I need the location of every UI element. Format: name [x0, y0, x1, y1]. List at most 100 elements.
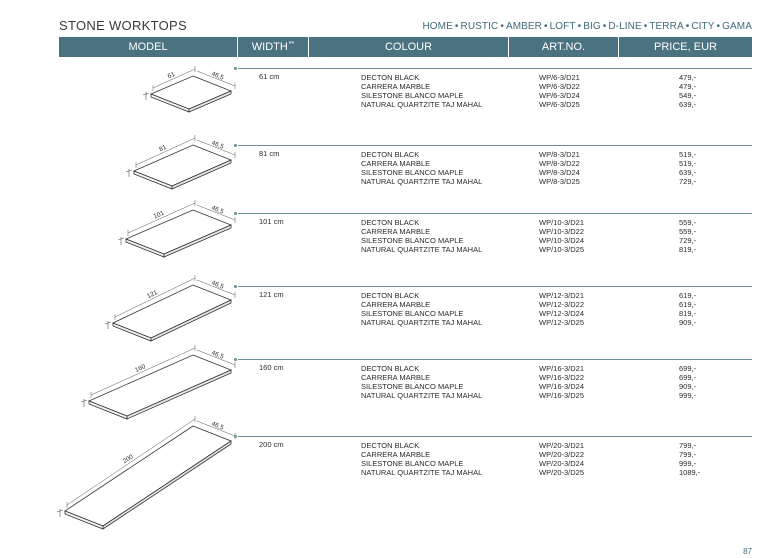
colour-name: DECTON BLACK: [361, 73, 420, 82]
colour-name: DECTON BLACK: [361, 218, 420, 227]
page-title: STONE WORKTOPS: [59, 18, 187, 33]
depth-label: 46,5: [210, 205, 225, 216]
collection-list: HOME•RUSTIC•AMBER•LOFT•BIG•D-LINE•TERRA•…: [422, 21, 752, 32]
colour-name: DECTON BLACK: [361, 150, 420, 159]
art-number: WP/12-3/D21: [539, 291, 585, 300]
row-rule-dot: [234, 144, 237, 147]
colour-name: NATURAL QUARTZITE TAJ MAHAL: [361, 318, 483, 327]
art-number: WP/8-3/D25: [539, 177, 580, 186]
header-artno: ART.NO.: [509, 37, 619, 57]
length-dimension-line: [127, 202, 196, 234]
bullet-separator: •: [602, 21, 607, 32]
worktop-side-face: [163, 224, 232, 258]
worktop-side-face: [188, 90, 232, 113]
price: 909,-: [679, 382, 697, 391]
row-rule: [238, 213, 752, 214]
row-rule: [238, 436, 752, 437]
bullet-separator: •: [685, 21, 690, 32]
row-rule: [238, 359, 752, 360]
header-width: WIDTH**: [238, 37, 309, 57]
page-number: 87: [743, 547, 752, 556]
length-dimension-line: [90, 347, 196, 396]
row-prices: 559,-559,-729,-819,-: [679, 218, 696, 254]
colour-name: DECTON BLACK: [361, 364, 420, 373]
price: 479,-: [679, 82, 697, 91]
price: 559,-: [679, 218, 697, 227]
price: 699,-: [679, 364, 697, 373]
worktop-side-face: [171, 159, 232, 190]
art-number: WP/16-3/D22: [539, 373, 585, 382]
depth-dimension-line: [196, 279, 236, 296]
depth-label: 46,5: [210, 140, 225, 151]
thickness-marker: [142, 92, 150, 96]
depth-dimension-line: [196, 139, 236, 156]
colour-name: SILESTONE BLANCO MAPLE: [361, 91, 464, 100]
header-colour: COLOUR: [309, 37, 509, 57]
price: 819,-: [679, 309, 697, 318]
price: 999,-: [679, 459, 697, 468]
price: 639,-: [679, 168, 697, 177]
colour-name: CARRERA MARBLE: [361, 159, 431, 168]
row-rule-dot: [234, 435, 237, 438]
bullet-separator: •: [500, 21, 504, 32]
row-width: 200 cm: [259, 440, 284, 449]
colour-name: DECTON BLACK: [361, 441, 420, 450]
collection-name: LOFT: [549, 21, 576, 32]
thickness-marker: [80, 399, 88, 403]
colour-name: CARRERA MARBLE: [361, 373, 431, 382]
worktop-side-face: [102, 440, 232, 530]
depth-dimension-line: [196, 70, 236, 87]
row-rule-dot: [234, 67, 237, 70]
length-dimension-line: [66, 418, 196, 506]
colour-name: SILESTONE BLANCO MAPLE: [361, 459, 464, 468]
thickness-marker: [56, 509, 64, 513]
price: 619,-: [679, 300, 697, 309]
length-dimension-line: [135, 137, 196, 166]
colour-name: CARRERA MARBLE: [361, 82, 431, 91]
row-rule-dot: [234, 285, 237, 288]
price: 819,-: [679, 245, 697, 254]
price: 799,-: [679, 441, 697, 450]
collection-name: CITY: [691, 21, 715, 32]
row-width: 121 cm: [259, 290, 284, 299]
header-model: MODEL: [59, 37, 238, 57]
collection-name: GAMA: [722, 21, 752, 32]
colour-name: NATURAL QUARTZITE TAJ MAHAL: [361, 245, 483, 254]
art-number: WP/16-3/D24: [539, 382, 585, 391]
art-number: WP/8-3/D22: [539, 159, 580, 168]
bullet-separator: •: [643, 21, 648, 32]
colour-name: CARRERA MARBLE: [361, 300, 431, 309]
price: 729,-: [679, 236, 697, 245]
price: 619,-: [679, 291, 697, 300]
depth-label: 46,5: [210, 280, 225, 291]
depth-dimension-line: [196, 420, 236, 437]
art-number: WP/6-3/D24: [539, 91, 580, 100]
length-dimension-line: [114, 277, 196, 318]
row-rule: [238, 145, 752, 146]
bullet-separator: •: [716, 21, 721, 32]
art-number: WP/16-3/D21: [539, 364, 585, 373]
length-label: 160: [134, 363, 147, 374]
colour-name: SILESTONE BLANCO MAPLE: [361, 309, 464, 318]
art-number: WP/8-3/D24: [539, 168, 580, 177]
art-number: WP/10-3/D24: [539, 236, 585, 245]
bullet-separator: •: [544, 21, 548, 32]
art-number: WP/6-3/D21: [539, 73, 580, 82]
depth-label: 46,5: [210, 71, 225, 82]
price: 999,-: [679, 391, 697, 400]
length-label: 200: [122, 453, 135, 465]
row-rule-dot: [234, 358, 237, 361]
price: 519,-: [679, 159, 697, 168]
row-rule-dot: [234, 212, 237, 215]
colour-name: CARRERA MARBLE: [361, 450, 431, 459]
worktop-top-face: [64, 425, 232, 527]
row-prices: 619,-619,-819,-909,-: [679, 291, 696, 327]
price: 799,-: [679, 450, 697, 459]
collection-name: RUSTIC: [460, 21, 499, 32]
